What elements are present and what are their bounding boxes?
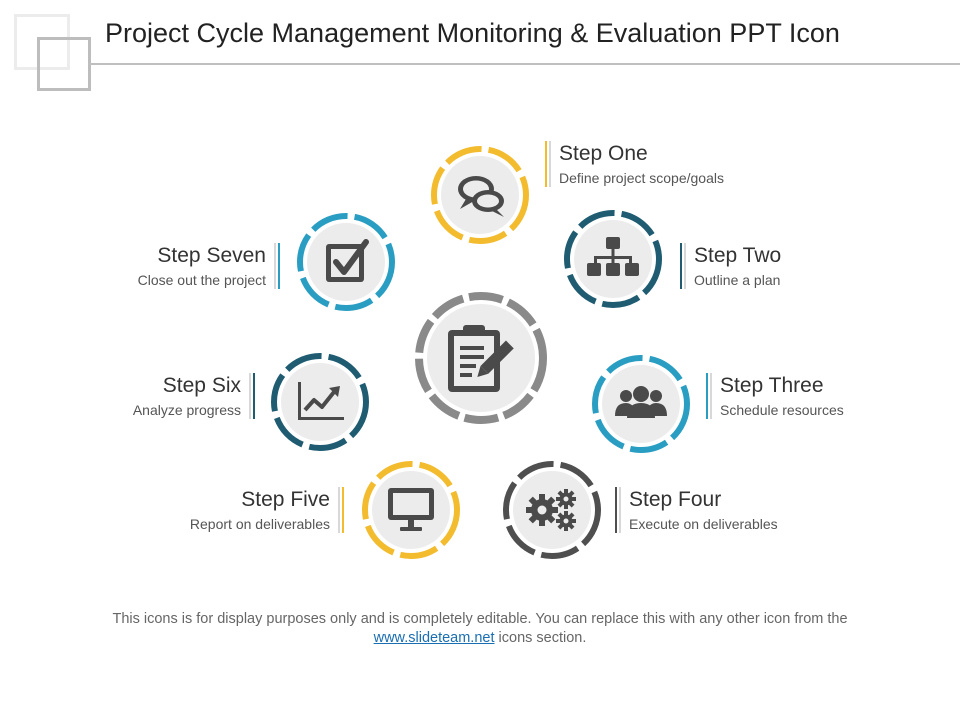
title-underline <box>88 63 960 65</box>
step-two-description: Outline a plan <box>694 272 781 288</box>
step-three-accent-bar <box>706 373 708 419</box>
step-two-node <box>564 210 662 308</box>
chat-bubbles-icon <box>458 176 504 217</box>
step-three-description: Schedule resources <box>720 402 844 418</box>
step-seven-description: Close out the project <box>137 272 266 288</box>
decorative-square-light <box>14 14 70 70</box>
center-node <box>415 292 547 424</box>
step-seven-title: Step Seven <box>157 244 266 267</box>
footer-text-after: icons section. <box>498 630 587 646</box>
step-two-title: Step Two <box>694 244 782 267</box>
step-five-title: Step Five <box>241 488 330 511</box>
step-seven-label: Step Seven Close out the project <box>20 243 280 289</box>
step-seven-accent-bar <box>278 243 280 289</box>
step-one-node <box>431 146 529 244</box>
step-five-accent-bar <box>342 487 344 533</box>
step-two-accent-bar <box>680 243 682 289</box>
checkbox-icon <box>326 239 369 282</box>
step-seven-node <box>297 213 395 311</box>
step-four-node <box>503 461 601 559</box>
footer-link[interactable]: www.slideteam.net <box>373 630 495 646</box>
step-one-label: Step One Define project scope/goals <box>545 141 805 187</box>
step-one-description: Define project scope/goals <box>559 170 724 186</box>
line-chart-icon <box>298 382 344 420</box>
page-title: Project Cycle Management Monitoring & Ev… <box>105 18 840 48</box>
step-two-label: Step Two Outline a plan <box>680 243 940 289</box>
step-four-accent-bar <box>615 487 617 533</box>
step-four-accent-bar-light <box>619 487 621 533</box>
step-six-accent-bar <box>253 373 255 419</box>
step-six-description: Analyze progress <box>132 402 241 418</box>
gears-icon <box>526 489 576 531</box>
step-two-accent-bar-light <box>684 243 686 289</box>
step-four-description: Execute on deliverables <box>629 516 778 532</box>
step-one-accent-bar-light <box>549 141 551 187</box>
step-four-label: Step Four Execute on deliverables <box>615 487 875 533</box>
step-five-node <box>362 461 460 559</box>
step-three-accent-bar-light <box>710 373 712 419</box>
footer-text-before: This icons is for display purposes only … <box>112 611 848 627</box>
step-one-accent-bar <box>545 141 547 187</box>
step-four-title: Step Four <box>629 488 722 511</box>
step-three-label: Step Three Schedule resources <box>706 373 960 419</box>
step-one-title: Step One <box>559 142 648 165</box>
step-three-title: Step Three <box>720 374 824 397</box>
monitor-icon <box>388 488 434 531</box>
step-five-description: Report on deliverables <box>189 516 330 532</box>
org-chart-icon <box>587 237 639 276</box>
step-seven-accent-bar-light <box>274 243 276 289</box>
step-five-label: Step Five Report on deliverables <box>84 487 344 533</box>
step-three-node <box>592 355 690 453</box>
step-six-node <box>271 353 369 451</box>
step-six-title: Step Six <box>162 374 241 397</box>
step-six-label: Step Six Analyze progress <box>0 373 255 419</box>
clipboard-edit-icon <box>448 325 514 392</box>
step-five-accent-bar-light <box>338 487 340 533</box>
people-group-icon <box>615 386 667 418</box>
footer-note: This icons is for display purposes only … <box>110 610 850 648</box>
step-six-accent-bar-light <box>249 373 251 419</box>
